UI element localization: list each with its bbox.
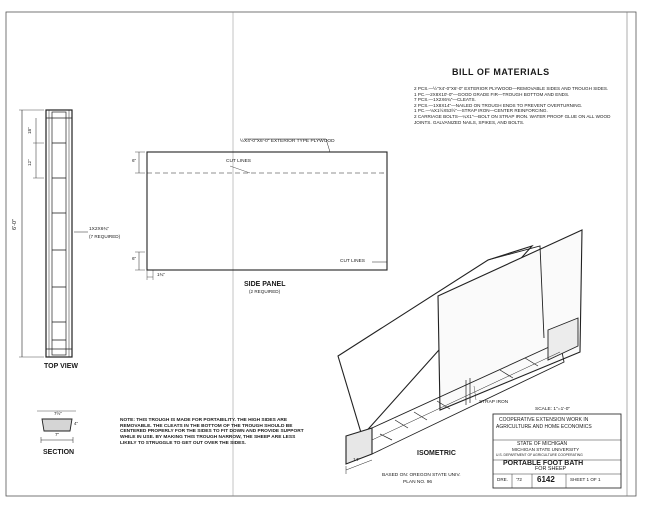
titleblock-state2: MICHIGAN STATE UNIVERSITY [512,447,580,452]
bom-item: 2 PCS.—1x8x14"—NAILED ON TROUGH ENDS TO … [414,102,583,108]
bom-list: 2 PCS.—½"x4'-0"x6'-0" EXTERIOR PLYWOOD—R… [414,86,614,125]
side-panel-subtitle: (2 REQUIRED) [249,289,281,294]
bom-item: 2 PCS.—½"x4'-0"x6'-0" EXTERIOR PLYWOOD—R… [414,86,609,91]
top-view-drawing [19,109,88,358]
cleat-count-label: (7 REQUIRED) [89,234,121,239]
bom-title: BILL OF MATERIALS [452,67,550,77]
side-panel-dim-top: 6" [132,158,137,163]
side-panel-dim-bottom: 6" [132,256,137,261]
section-drawing [37,410,76,443]
section-dim-bottom: 7" [55,432,60,437]
top-view-dim-b: 12" [27,159,32,166]
isometric-drawing [337,229,583,474]
title-block [492,413,622,489]
plan-title: PORTABLE FOOT BATH [503,460,584,467]
cut-lines-top-label: CUT LINES [226,159,251,164]
isometric-title: ISOMETRIC [417,450,456,457]
titleblock-state1: STATE OF MICHIGAN [517,441,568,447]
plan-number-label: PLAN NO. 96 [403,480,433,485]
top-view-title: TOP VIEW [44,363,78,370]
section-dim-side: 4" [74,421,79,426]
section-title: SECTION [43,449,75,456]
plywood-label: ½x4'-0"x6'-0" EXTERIOR TYPE PLYWOOD [240,139,335,144]
top-view-dim-a: 18" [27,127,32,134]
titleblock-line2: AGRICULTURE AND HOME ECONOMICS [496,424,592,430]
based-on-label: BASED ON: OREGON STATE UNIV. [382,473,461,478]
section-dim-top: 7½" [54,411,63,416]
outer-border [5,11,637,497]
scale-label: SCALE: 1"=1'-0" [535,407,571,412]
cleat-label: 1x2x6¾" [89,227,110,232]
bom-item: 7 PCS.—1x2x6¾"—CLEATS. [414,97,476,103]
top-view-dim-total: 6'-0" [12,219,18,230]
plan-year: '72 [516,477,522,482]
titleblock-state3: U.S. DEPARTMENT OF AGRICULTURE COOPERATI… [496,453,583,457]
titleblock-line1: COOPERATIVE EXTENSION WORK IN [499,417,589,423]
strap-iron-label: STRAP IRON [479,400,509,405]
cut-lines-bottom-label: CUT LINES [340,259,365,264]
sheet-label: SHEET 1 OF 1 [570,477,601,482]
isometric-dim-width: 14" [353,458,361,463]
drawn-label: DRE. [497,477,508,482]
bom-item: 2 CARRIAGE BOLTS—¼x1"—BOLT ON STRAP IRON… [414,113,611,125]
side-panel-dim-offset: 1¾" [157,272,166,277]
bom-item: 1 PC.—⅛x1½x53½"—STRAP IRON—CENTER REINFO… [414,108,548,114]
plan-subtitle: FOR SHEEP [535,466,567,472]
construction-note: NOTE: THIS TROUGH IS MADE FOR PORTABILIT… [120,418,304,446]
bom-item: 1 PC.—2x8x10'-0"—GOOD GRADE FIR—TROUGH B… [414,91,570,97]
plan-number: 6142 [537,475,555,484]
side-panel-title: SIDE PANEL [244,281,286,288]
side-panel-drawing [135,138,388,280]
